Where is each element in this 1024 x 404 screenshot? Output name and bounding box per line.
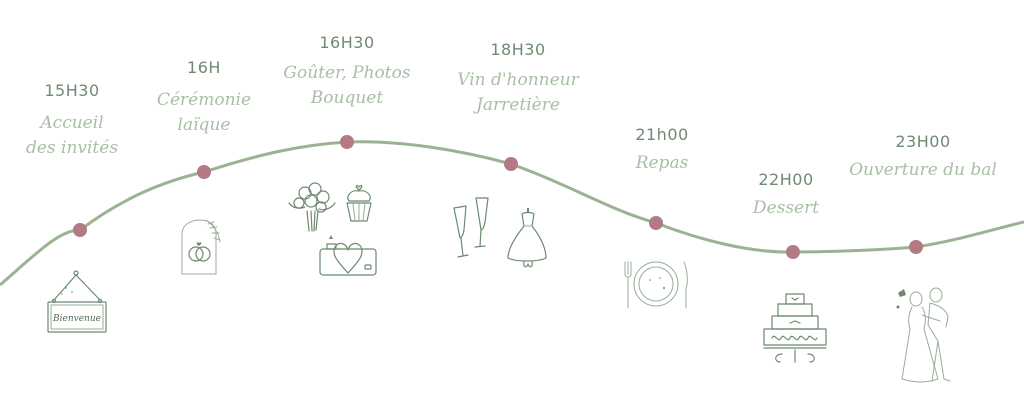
event-gouter: 16H30 Goûter, Photos Bouquet xyxy=(283,33,410,111)
event-repas: 21h00 Repas xyxy=(635,125,688,176)
event-label: Goûter, Photos Bouquet xyxy=(283,61,410,111)
event-time: 16H30 xyxy=(319,33,375,52)
cupcake-icon xyxy=(346,184,372,222)
timeline-marker-6 xyxy=(786,245,800,259)
champagne-dress-icon xyxy=(450,190,558,272)
event-label: Ouverture du bal xyxy=(849,158,997,183)
sign-text: Bienvenue xyxy=(52,314,101,324)
event-label-line: Ouverture du bal xyxy=(849,160,997,180)
timeline-marker-1 xyxy=(73,223,87,237)
champagne-glasses-icon xyxy=(453,197,489,258)
event-bal: 23H00 Ouverture du bal xyxy=(849,132,997,183)
event-label-line: Dessert xyxy=(752,198,820,218)
event-label: Vin d'honneur Jarretière xyxy=(457,68,579,118)
welcome-sign-icon: Bienvenue xyxy=(44,268,110,336)
wedding-rings-arch-icon xyxy=(178,216,224,276)
wedding-cake-icon xyxy=(760,290,830,370)
event-dessert: 22H00 Dessert xyxy=(753,170,819,221)
bouquet-icon xyxy=(288,182,336,232)
event-label-line: Goûter, Photos xyxy=(283,63,411,83)
timeline-marker-5 xyxy=(649,216,663,230)
bouquet-cupcake-camera-icon xyxy=(283,175,383,277)
event-label: Dessert xyxy=(753,196,819,221)
event-accueil: 15H30 Accueil des invités xyxy=(26,81,118,161)
event-time: 23H00 xyxy=(895,132,951,151)
event-label-line: Jarretière xyxy=(476,95,560,115)
event-ceremonie: 16H Cérémonie laïque xyxy=(157,58,251,138)
dancing-couple-icon xyxy=(892,285,962,387)
event-label: Repas xyxy=(635,151,689,176)
event-label-line: Vin d'honneur xyxy=(457,70,579,90)
event-vin-honneur: 18H30 Vin d'honneur Jarretière xyxy=(457,40,579,118)
event-label-line: Accueil xyxy=(40,113,104,133)
event-time: 16H xyxy=(187,58,221,77)
wedding-dress-icon xyxy=(507,208,547,268)
timeline-marker-2 xyxy=(197,165,211,179)
event-label-line: Bouquet xyxy=(310,88,384,108)
event-time: 18H30 xyxy=(490,40,546,59)
plate-cutlery-icon xyxy=(620,258,692,312)
event-label: Accueil des invités xyxy=(26,111,118,161)
event-time: 15H30 xyxy=(44,81,100,100)
timeline-marker-7 xyxy=(909,240,923,254)
event-label-line: Repas xyxy=(635,153,689,173)
timeline-marker-4 xyxy=(504,157,518,171)
event-label-line: Cérémonie xyxy=(156,90,252,110)
event-time: 21h00 xyxy=(635,125,689,144)
timeline-marker-3 xyxy=(340,135,354,149)
event-label-line: des invités xyxy=(25,138,119,158)
event-time: 22H00 xyxy=(758,170,814,189)
camera-icon xyxy=(319,235,377,276)
event-label-line: laïque xyxy=(177,115,231,135)
event-label: Cérémonie laïque xyxy=(157,88,251,138)
